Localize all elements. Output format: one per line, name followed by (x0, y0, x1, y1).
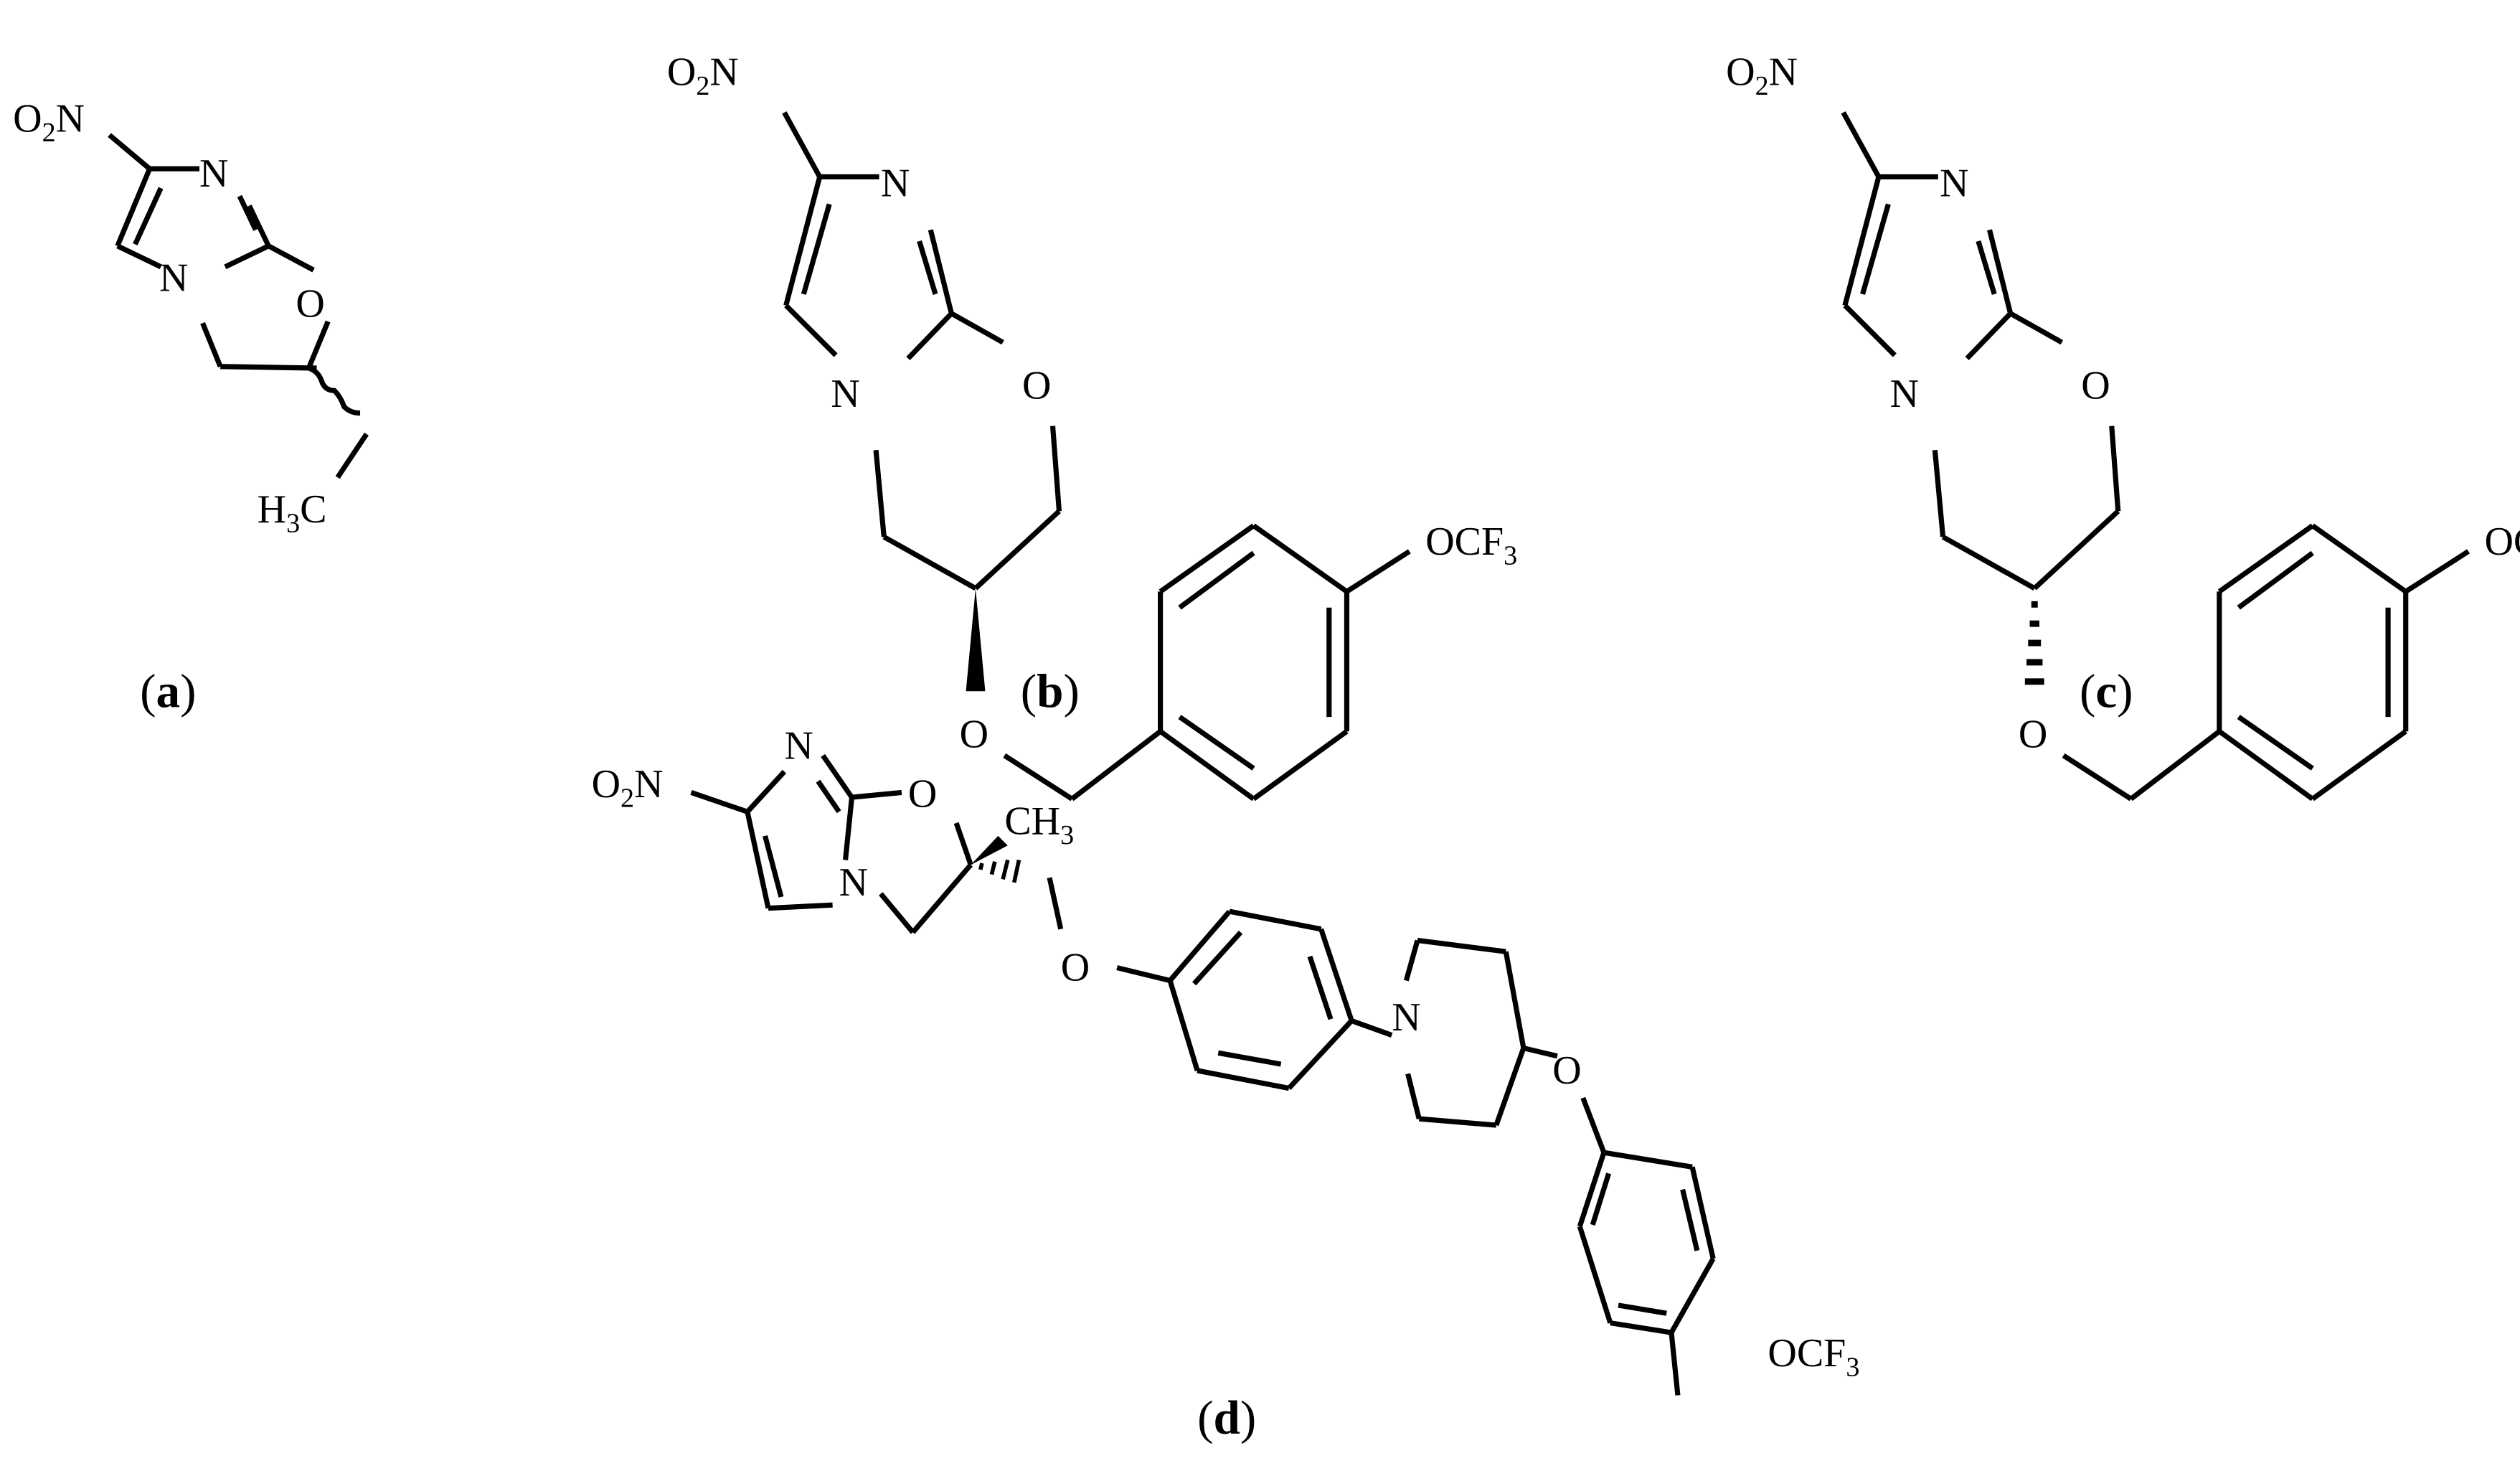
atom-label: N (199, 151, 228, 196)
structure-b: O2N N N O O OCF3 (b) (667, 50, 1517, 802)
atom-label: OCF3 (2484, 520, 2520, 570)
atom-label: O2N (592, 762, 664, 813)
atom-label: O (296, 281, 324, 326)
atom-label: OCF3 (1425, 520, 1517, 570)
atom-label: N (1890, 372, 1919, 416)
atom-label: O (2019, 713, 2047, 757)
atom-label: N (881, 161, 910, 205)
atom-label: O2N (1726, 50, 1798, 101)
structure-c: O2N N N O O (1726, 50, 2520, 802)
panel-label-d: (d) (1197, 1391, 1256, 1444)
atom-label: N (784, 723, 813, 768)
atom-label: O (1061, 945, 1090, 990)
atom-label: CH3 (1004, 799, 1074, 850)
atom-label: O (1552, 1048, 1581, 1093)
atom-label: O2N (667, 50, 739, 101)
atom-label: O (1022, 364, 1051, 408)
structure-d: O2N N N O CH3 O (592, 723, 1860, 1444)
atom-label: O (908, 772, 937, 817)
atom-label: N (1392, 995, 1420, 1040)
atom-label: N (831, 372, 859, 416)
panel-label-c: (c) (2080, 664, 2133, 718)
structure-a: O2N N N O H3C (a) (13, 97, 369, 718)
atom-label: N (159, 255, 188, 300)
atom-label: H3C (258, 487, 327, 538)
atom-label: N (1940, 161, 1968, 205)
panel-label-a: (a) (140, 664, 196, 718)
atom-label: N (839, 860, 868, 905)
panel-label-b: (b) (1021, 664, 1080, 718)
atom-label: O (2081, 364, 2110, 408)
atom-label: O (960, 713, 988, 757)
atom-label: OCF3 (1768, 1331, 1859, 1382)
atom-label: O2N (13, 97, 85, 148)
